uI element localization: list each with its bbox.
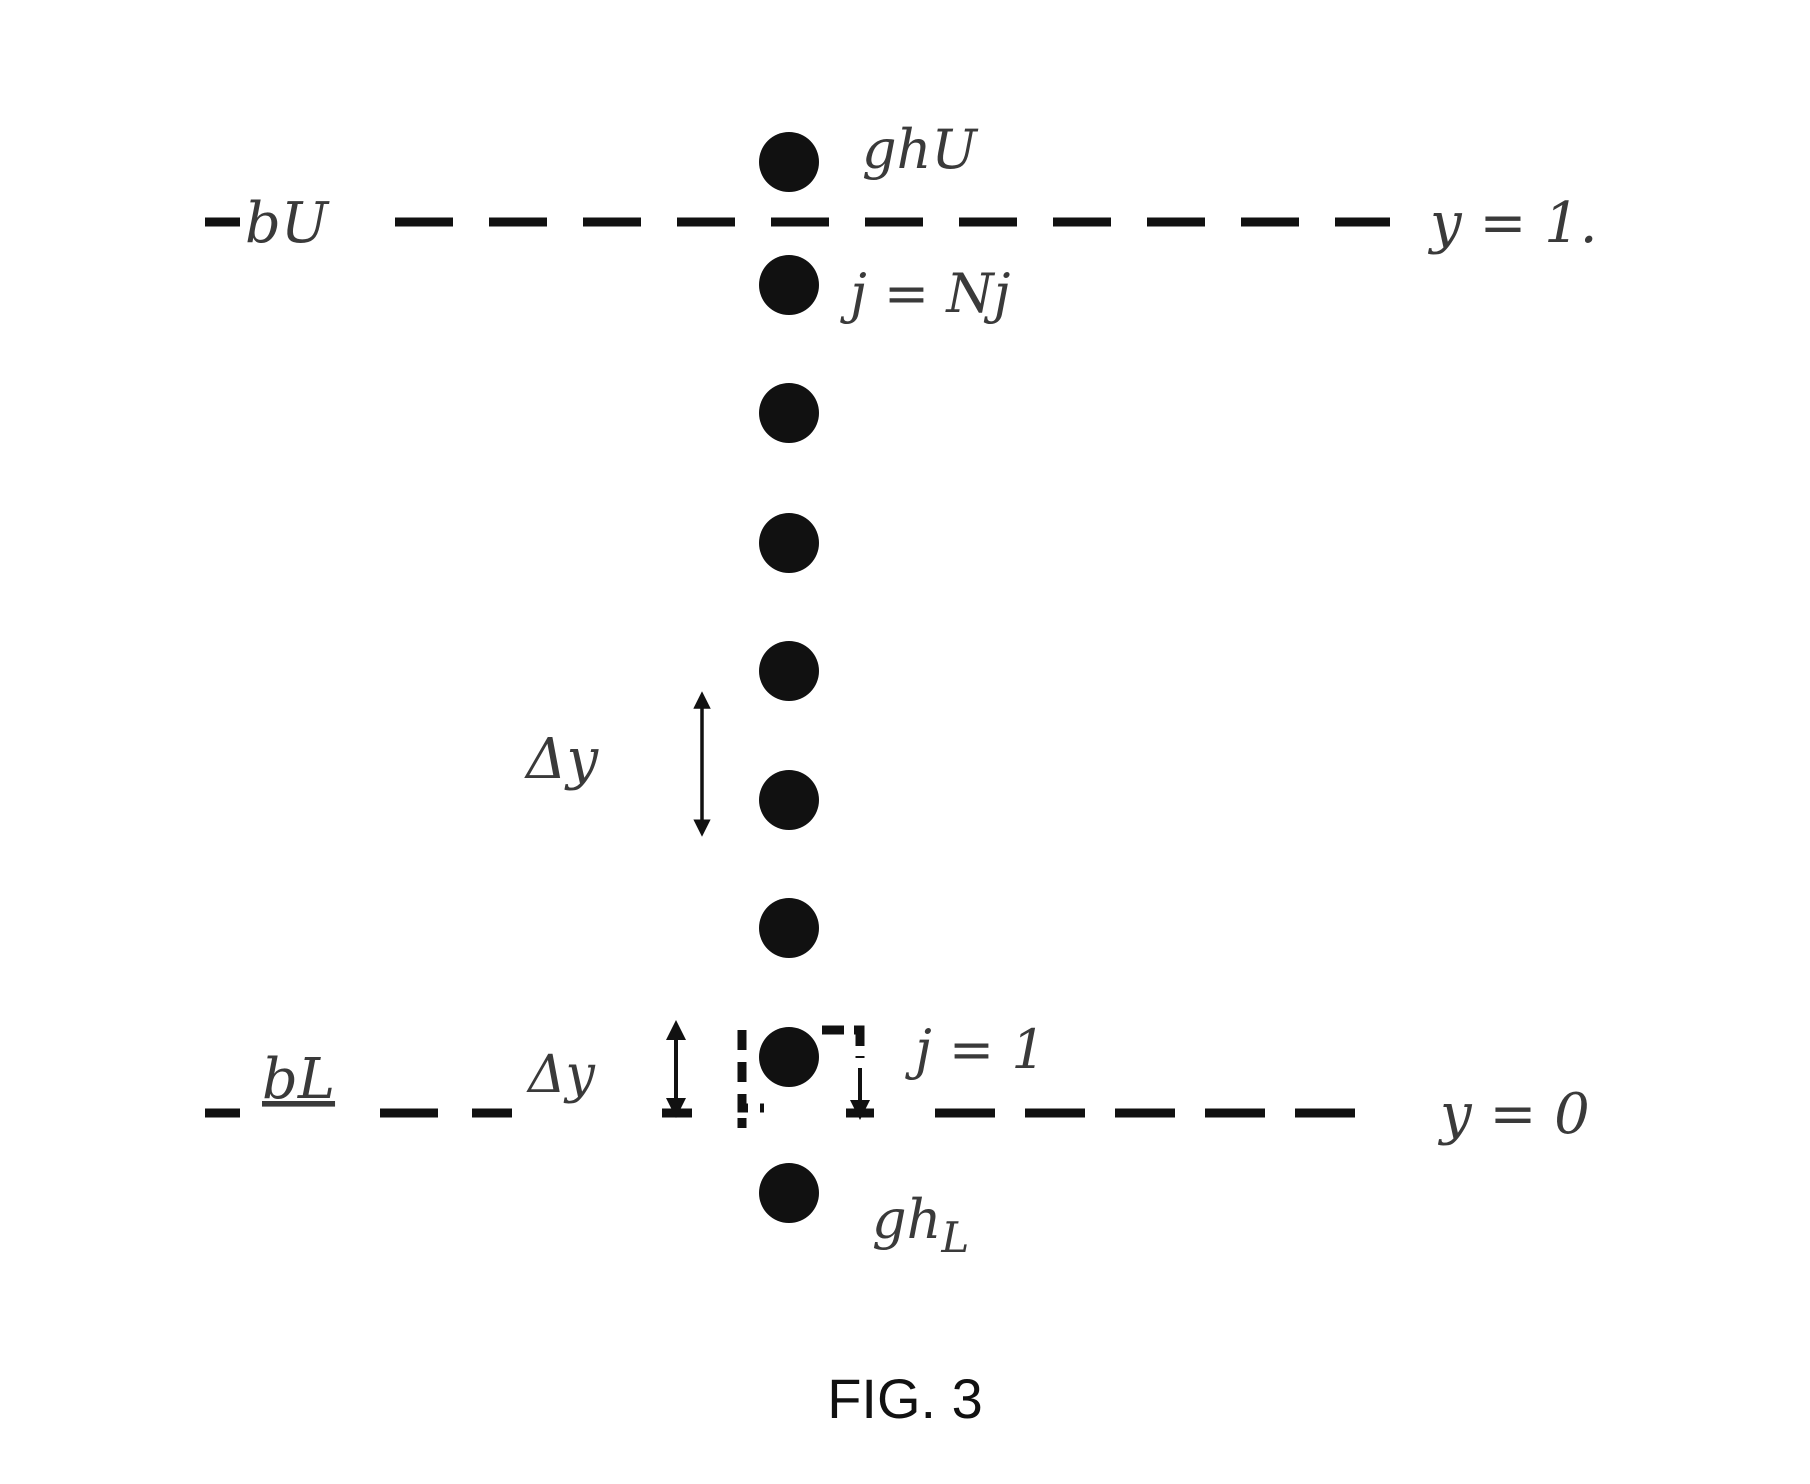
lower-ghost-label: ghL — [872, 1188, 969, 1262]
upper-boundary-label: bU — [245, 191, 330, 256]
top-index-label: j = Nj — [840, 262, 1010, 325]
grid-node — [759, 383, 819, 443]
lower-ghost-label-main: gh — [872, 1188, 941, 1251]
grid-node — [759, 1027, 819, 1087]
mid-spacing-label: Δy — [524, 727, 599, 792]
grid-node — [759, 255, 819, 315]
bottom-index-label: j = 1 — [905, 1018, 1046, 1081]
half-cell-bracket — [737, 1025, 865, 1128]
figure-caption: FIG. 3 — [827, 1367, 983, 1430]
lower-ghost-label-sub: L — [940, 1213, 969, 1262]
grid-node — [759, 513, 819, 573]
ghost-node-lower — [759, 1163, 819, 1223]
grid-node — [759, 898, 819, 958]
grid-nodes — [759, 132, 819, 1223]
upper-ghost-label: ghU — [862, 118, 978, 181]
grid-node — [759, 641, 819, 701]
lower-boundary-label: bL — [262, 1047, 335, 1112]
upper-boundary-equation: y = 1. — [1427, 191, 1598, 256]
ghost-node-upper — [759, 132, 819, 192]
grid-node — [759, 770, 819, 830]
lower-boundary-equation: y = 0 — [1437, 1082, 1590, 1147]
half-spacing-label: Δy — [526, 1045, 596, 1105]
